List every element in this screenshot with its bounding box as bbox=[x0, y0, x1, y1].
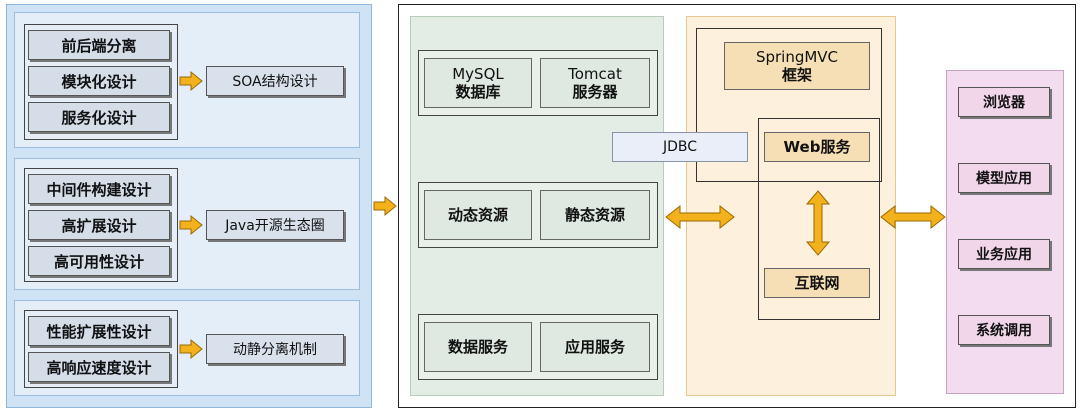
model-application-box: 模型应用 bbox=[958, 163, 1050, 193]
double-arrow-vertical-icon bbox=[805, 190, 831, 256]
springmvc-framework-box: SpringMVC 框架 bbox=[724, 42, 870, 90]
arrow-right-icon bbox=[179, 70, 203, 92]
item-fast-response-design: 高响应速度设计 bbox=[28, 352, 170, 382]
jdbc-box: JDBC bbox=[612, 132, 748, 162]
double-arrow-horizontal-icon bbox=[665, 204, 735, 230]
mysql-label: MySQL bbox=[452, 65, 504, 83]
double-arrow-horizontal-icon bbox=[880, 204, 946, 230]
web-service-frame bbox=[758, 118, 880, 320]
system-call-box: 系统调用 bbox=[958, 315, 1050, 345]
item-modular-design: 模块化设计 bbox=[28, 66, 170, 96]
tomcat-server-box: Tomcat 服务器 bbox=[540, 58, 650, 108]
item-performance-scalability-design: 性能扩展性设计 bbox=[28, 316, 170, 346]
application-service-box: 应用服务 bbox=[540, 322, 650, 372]
data-service-box: 数据服务 bbox=[424, 322, 532, 372]
item-service-design: 服务化设计 bbox=[28, 102, 170, 132]
internet-box: 互联网 bbox=[764, 268, 870, 298]
dynamic-resources-box: 动态资源 bbox=[424, 190, 532, 240]
item-frontend-backend-separation: 前后端分离 bbox=[28, 30, 170, 60]
framework-frame bbox=[696, 28, 882, 182]
arrow-right-icon bbox=[179, 214, 203, 236]
item-middleware-design: 中间件构建设计 bbox=[28, 174, 170, 204]
static-resources-box: 静态资源 bbox=[540, 190, 650, 240]
web-service-box: Web服务 bbox=[764, 132, 870, 162]
client-panel bbox=[946, 70, 1064, 394]
result-java-ecosystem: Java开源生态圈 bbox=[206, 210, 344, 240]
tomcat-label: Tomcat bbox=[568, 65, 622, 83]
item-high-scalability-design: 高扩展设计 bbox=[28, 210, 170, 240]
result-static-dynamic-separation: 动静分离机制 bbox=[206, 334, 344, 364]
result-soa-architecture: SOA结构设计 bbox=[206, 66, 344, 96]
database-label: 数据库 bbox=[455, 83, 501, 101]
item-high-availability-design: 高可用性设计 bbox=[28, 246, 170, 276]
business-application-box: 业务应用 bbox=[958, 239, 1050, 269]
browser-box: 浏览器 bbox=[958, 87, 1050, 117]
springmvc-label: SpringMVC bbox=[755, 48, 839, 66]
arrow-right-icon bbox=[373, 195, 397, 217]
mysql-database-box: MySQL 数据库 bbox=[424, 58, 532, 108]
arrow-right-icon bbox=[179, 338, 203, 360]
framework-label: 框架 bbox=[781, 66, 812, 84]
server-label: 服务器 bbox=[572, 83, 618, 101]
